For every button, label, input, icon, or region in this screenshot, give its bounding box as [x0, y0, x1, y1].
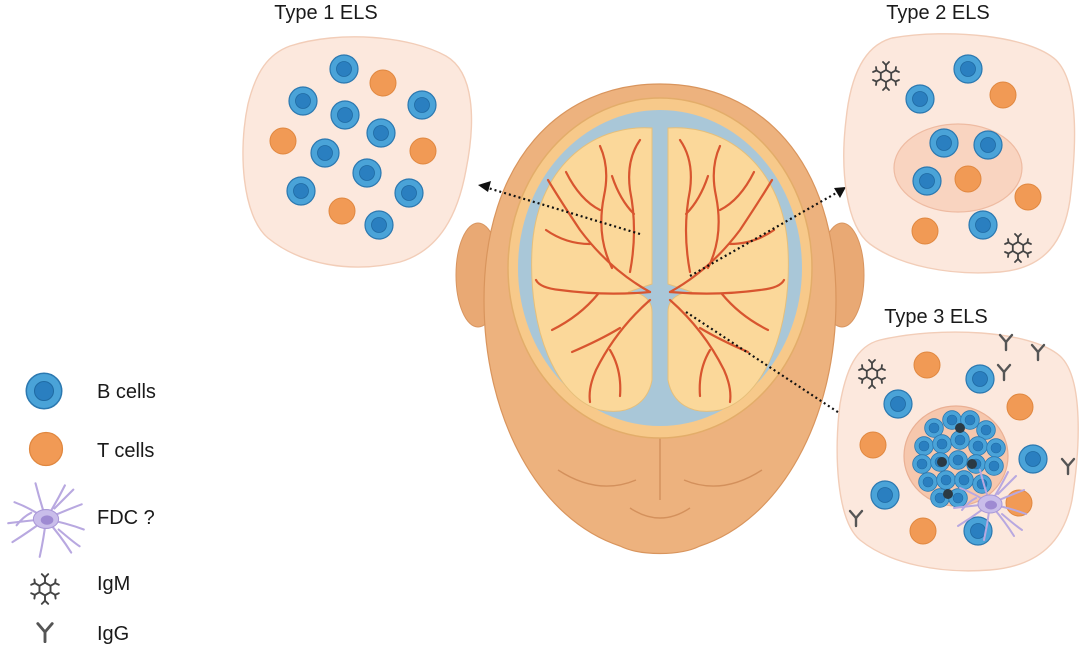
legend-t-cells-label: T cells [97, 440, 154, 462]
legend-igg-label: IgG [97, 623, 129, 645]
legend: B cells T cells FDC ? IgM IgG [7, 372, 156, 645]
blood-vessels [534, 138, 786, 404]
head-illustration [455, 83, 865, 555]
type1-els-panel [242, 36, 473, 268]
arrows [487, 186, 857, 425]
type2-aggregate [893, 123, 1023, 213]
legend-b-cell-icon [25, 372, 63, 410]
legend-b-cells-label: B cells [97, 381, 156, 403]
legend-fdc-label: FDC ? [97, 507, 155, 529]
legend-igm-label: IgM [97, 573, 130, 595]
face-features [557, 430, 763, 519]
arrow-to-type2 [689, 191, 839, 277]
legend-t-cell-icon [28, 431, 64, 467]
type3-els-panel [836, 331, 1079, 572]
type2-els-panel [843, 33, 1076, 274]
type2-title: Type 2 ELS [886, 2, 989, 24]
type3-title: Type 3 ELS [884, 306, 987, 328]
legend-fdc-icon [7, 482, 85, 558]
type3-gc-cells [912, 410, 1006, 508]
legend-igm-icon [30, 573, 60, 605]
arrow-to-type1 [487, 186, 641, 236]
type1-title: Type 1 ELS [274, 2, 377, 24]
legend-igg-icon [36, 622, 54, 644]
arrow-to-type3 [685, 311, 857, 425]
